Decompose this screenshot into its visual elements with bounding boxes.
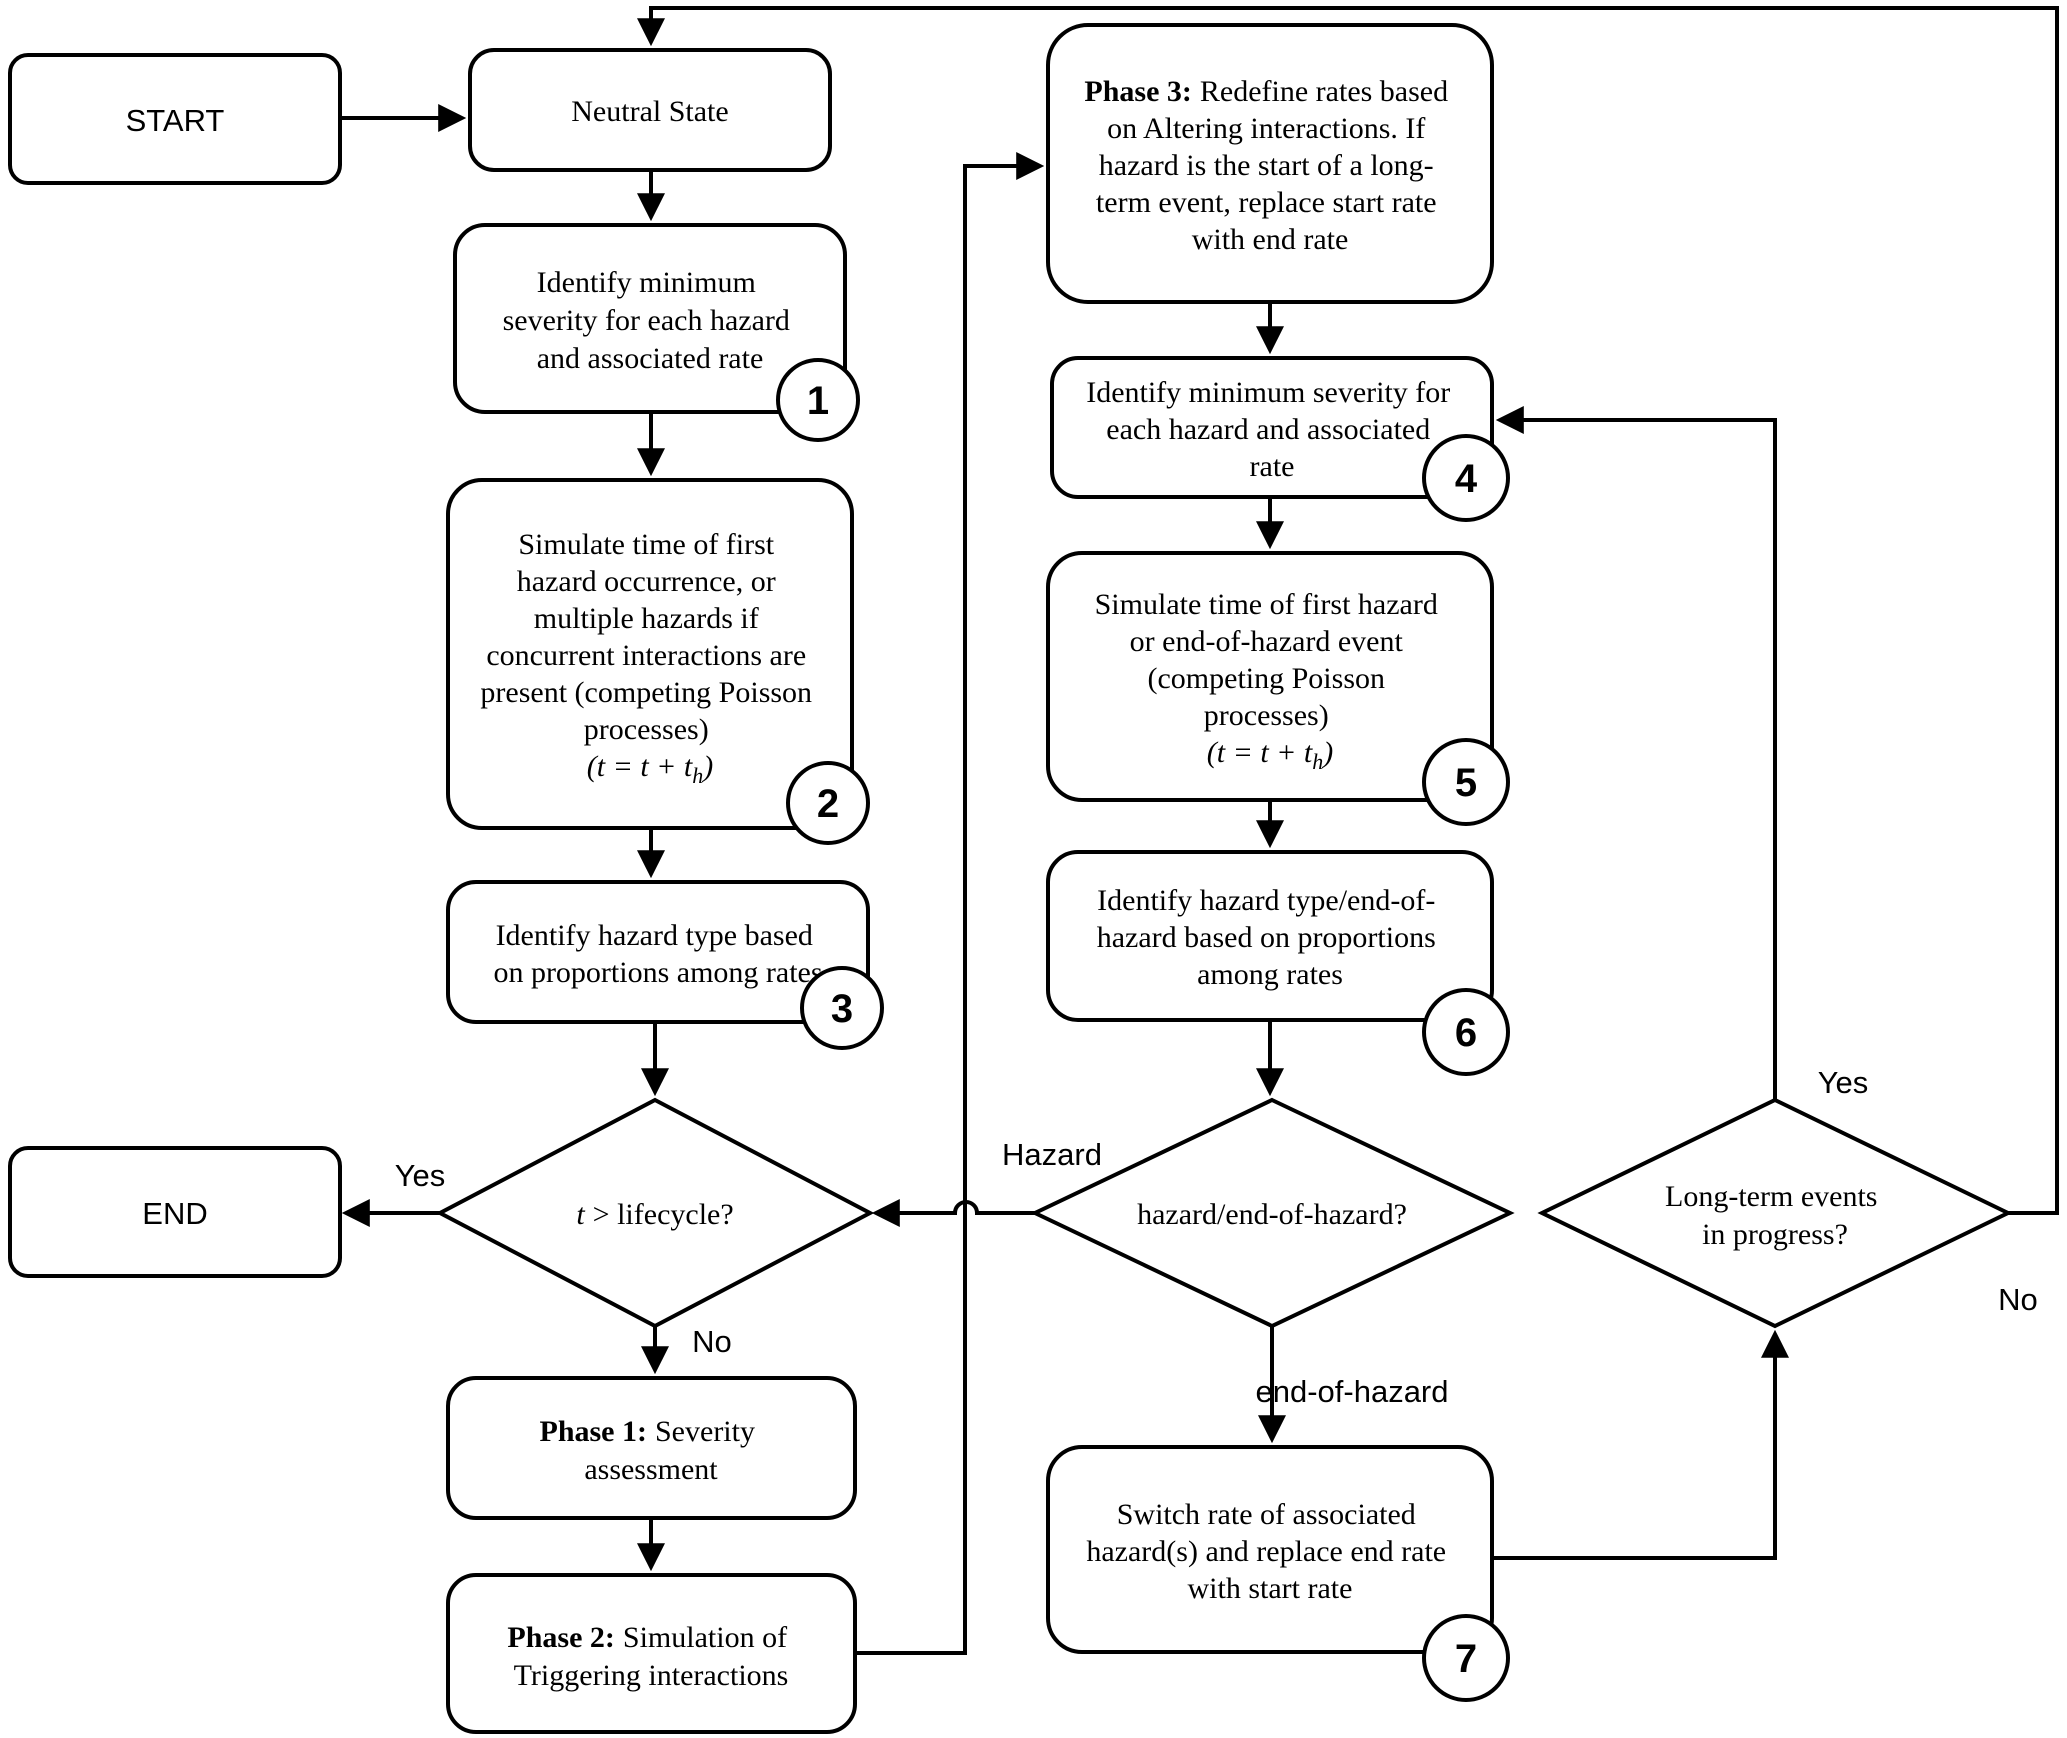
box5-shape (1046, 551, 1494, 802)
edge-labels: Yes No Hazard end-of-hazard Yes No (395, 1065, 2038, 1409)
badge2-circle (786, 761, 870, 845)
hazard-diamond-shape (1030, 1097, 1515, 1329)
start-terminal-shape (8, 53, 342, 185)
node-box1-identify-min-severity: Identify minimum severity for each hazar… (453, 223, 860, 442)
node-box5-simulate-first-hazard-or-end: Simulate time of first hazard or end-of-… (1046, 551, 1510, 826)
badge3-number: 3 (831, 987, 853, 1031)
badge4-number: 4 (1455, 457, 1478, 501)
badge7-number: 7 (1455, 1637, 1477, 1681)
badge3-circle (800, 966, 884, 1050)
node-box6-identify-hazard-type-or-end: Identify hazard type/end-of- hazard base… (1046, 850, 1510, 1076)
badge1-number: 1 (807, 379, 829, 423)
neutral-state-label: Neutral State (571, 95, 728, 128)
start-terminal-label: START (126, 103, 225, 138)
lifecycle-no-label: No (692, 1324, 732, 1359)
phase1-text: Phase 1:Severity assessment (540, 1415, 763, 1486)
badge6-circle (1422, 988, 1510, 1076)
edge-longterm-yes-to-box4 (1495, 406, 1777, 1100)
node-box7-switch-rate: Switch rate of associated hazard(s) and … (1046, 1445, 1510, 1702)
longterm-decision-text: Long-term events in progress? (1665, 1180, 1885, 1251)
phase1-shape (446, 1376, 857, 1520)
box7-shape (1046, 1445, 1494, 1654)
box3-text: Identify hazard type based on proportion… (493, 919, 822, 989)
node-decision-longterm-events: Long-term events in progress? (1537, 1097, 2013, 1329)
lifecycle-decision-text: t> lifecycle? (576, 1198, 733, 1231)
lifecycle-diamond-shape (435, 1097, 875, 1329)
badge5-circle (1422, 738, 1510, 826)
badge5-number: 5 (1455, 761, 1477, 805)
longterm-diamond-shape (1537, 1097, 2013, 1329)
phase3-text: Phase 3:Redefine rates based on Altering… (1084, 75, 1455, 256)
lifecycle-yes-label: Yes (395, 1158, 446, 1193)
node-box4-identify-min-severity: Identify minimum severity for each hazar… (1050, 356, 1510, 522)
box6-shape (1046, 850, 1494, 1022)
box6-text: Identify hazard type/end-of- hazard base… (1097, 884, 1444, 991)
node-phase2-triggering-interactions: Phase 2:Simulation of Triggering interac… (446, 1573, 857, 1734)
badge1-circle (776, 358, 860, 442)
node-neutral-state: Neutral State (468, 48, 832, 172)
end-of-hazard-branch-label: end-of-hazard (1255, 1374, 1448, 1409)
end-terminal-label: END (142, 1196, 207, 1231)
node-start: START (8, 53, 342, 185)
box3-shape (446, 880, 870, 1024)
phase3-shape (1046, 23, 1494, 304)
edges (340, 6, 2059, 1655)
end-terminal-shape (8, 1146, 342, 1278)
badge2-number: 2 (817, 782, 839, 826)
box2-text: Simulate time of first hazard occurrence… (480, 528, 819, 788)
edge-longterm-no-to-neutral (637, 6, 2059, 1215)
phase2-text: Phase 2:Simulation of Triggering interac… (507, 1621, 794, 1692)
longterm-yes-label: Yes (1818, 1065, 1869, 1100)
box4-text: Identify minimum severity for each hazar… (1086, 376, 1458, 483)
hazard-decision-text: hazard/end-of-hazard? (1137, 1198, 1407, 1231)
node-phase1-severity-assessment: Phase 1:Severity assessment (446, 1376, 857, 1520)
box2-shape (446, 478, 854, 830)
box4-shape (1050, 356, 1494, 499)
box5-text: Simulate time of first hazard or end-of-… (1095, 588, 1446, 774)
node-decision-hazard-or-end: hazard/end-of-hazard? (1030, 1097, 1515, 1329)
edge-box7-to-longterm-decision (1492, 1329, 1789, 1560)
phase2-shape (446, 1573, 857, 1734)
hazard-branch-label: Hazard (1002, 1137, 1102, 1172)
node-decision-lifecycle: t> lifecycle? (435, 1097, 875, 1329)
node-end: END (8, 1146, 342, 1278)
node-box3-identify-hazard-type: Identify hazard type based on proportion… (446, 880, 884, 1050)
edge-phase2-to-phase3 (855, 152, 1045, 1655)
box1-text: Identify minimum severity for each hazar… (503, 266, 798, 375)
badge4-circle (1422, 434, 1510, 522)
node-box2-simulate-first-hazard: Simulate time of first hazard occurrence… (446, 478, 870, 845)
node-phase3-redefine-rates: Phase 3:Redefine rates based on Altering… (1046, 23, 1494, 304)
badge6-number: 6 (1455, 1011, 1477, 1055)
box1-shape (453, 223, 847, 414)
edge-hazard-to-lifecycle-decision (871, 1199, 1035, 1227)
longterm-no-label: No (1998, 1282, 2038, 1317)
badge7-circle (1422, 1614, 1510, 1702)
box7-text: Switch rate of associated hazard(s) and … (1086, 1498, 1453, 1605)
neutral-state-shape (468, 48, 832, 172)
